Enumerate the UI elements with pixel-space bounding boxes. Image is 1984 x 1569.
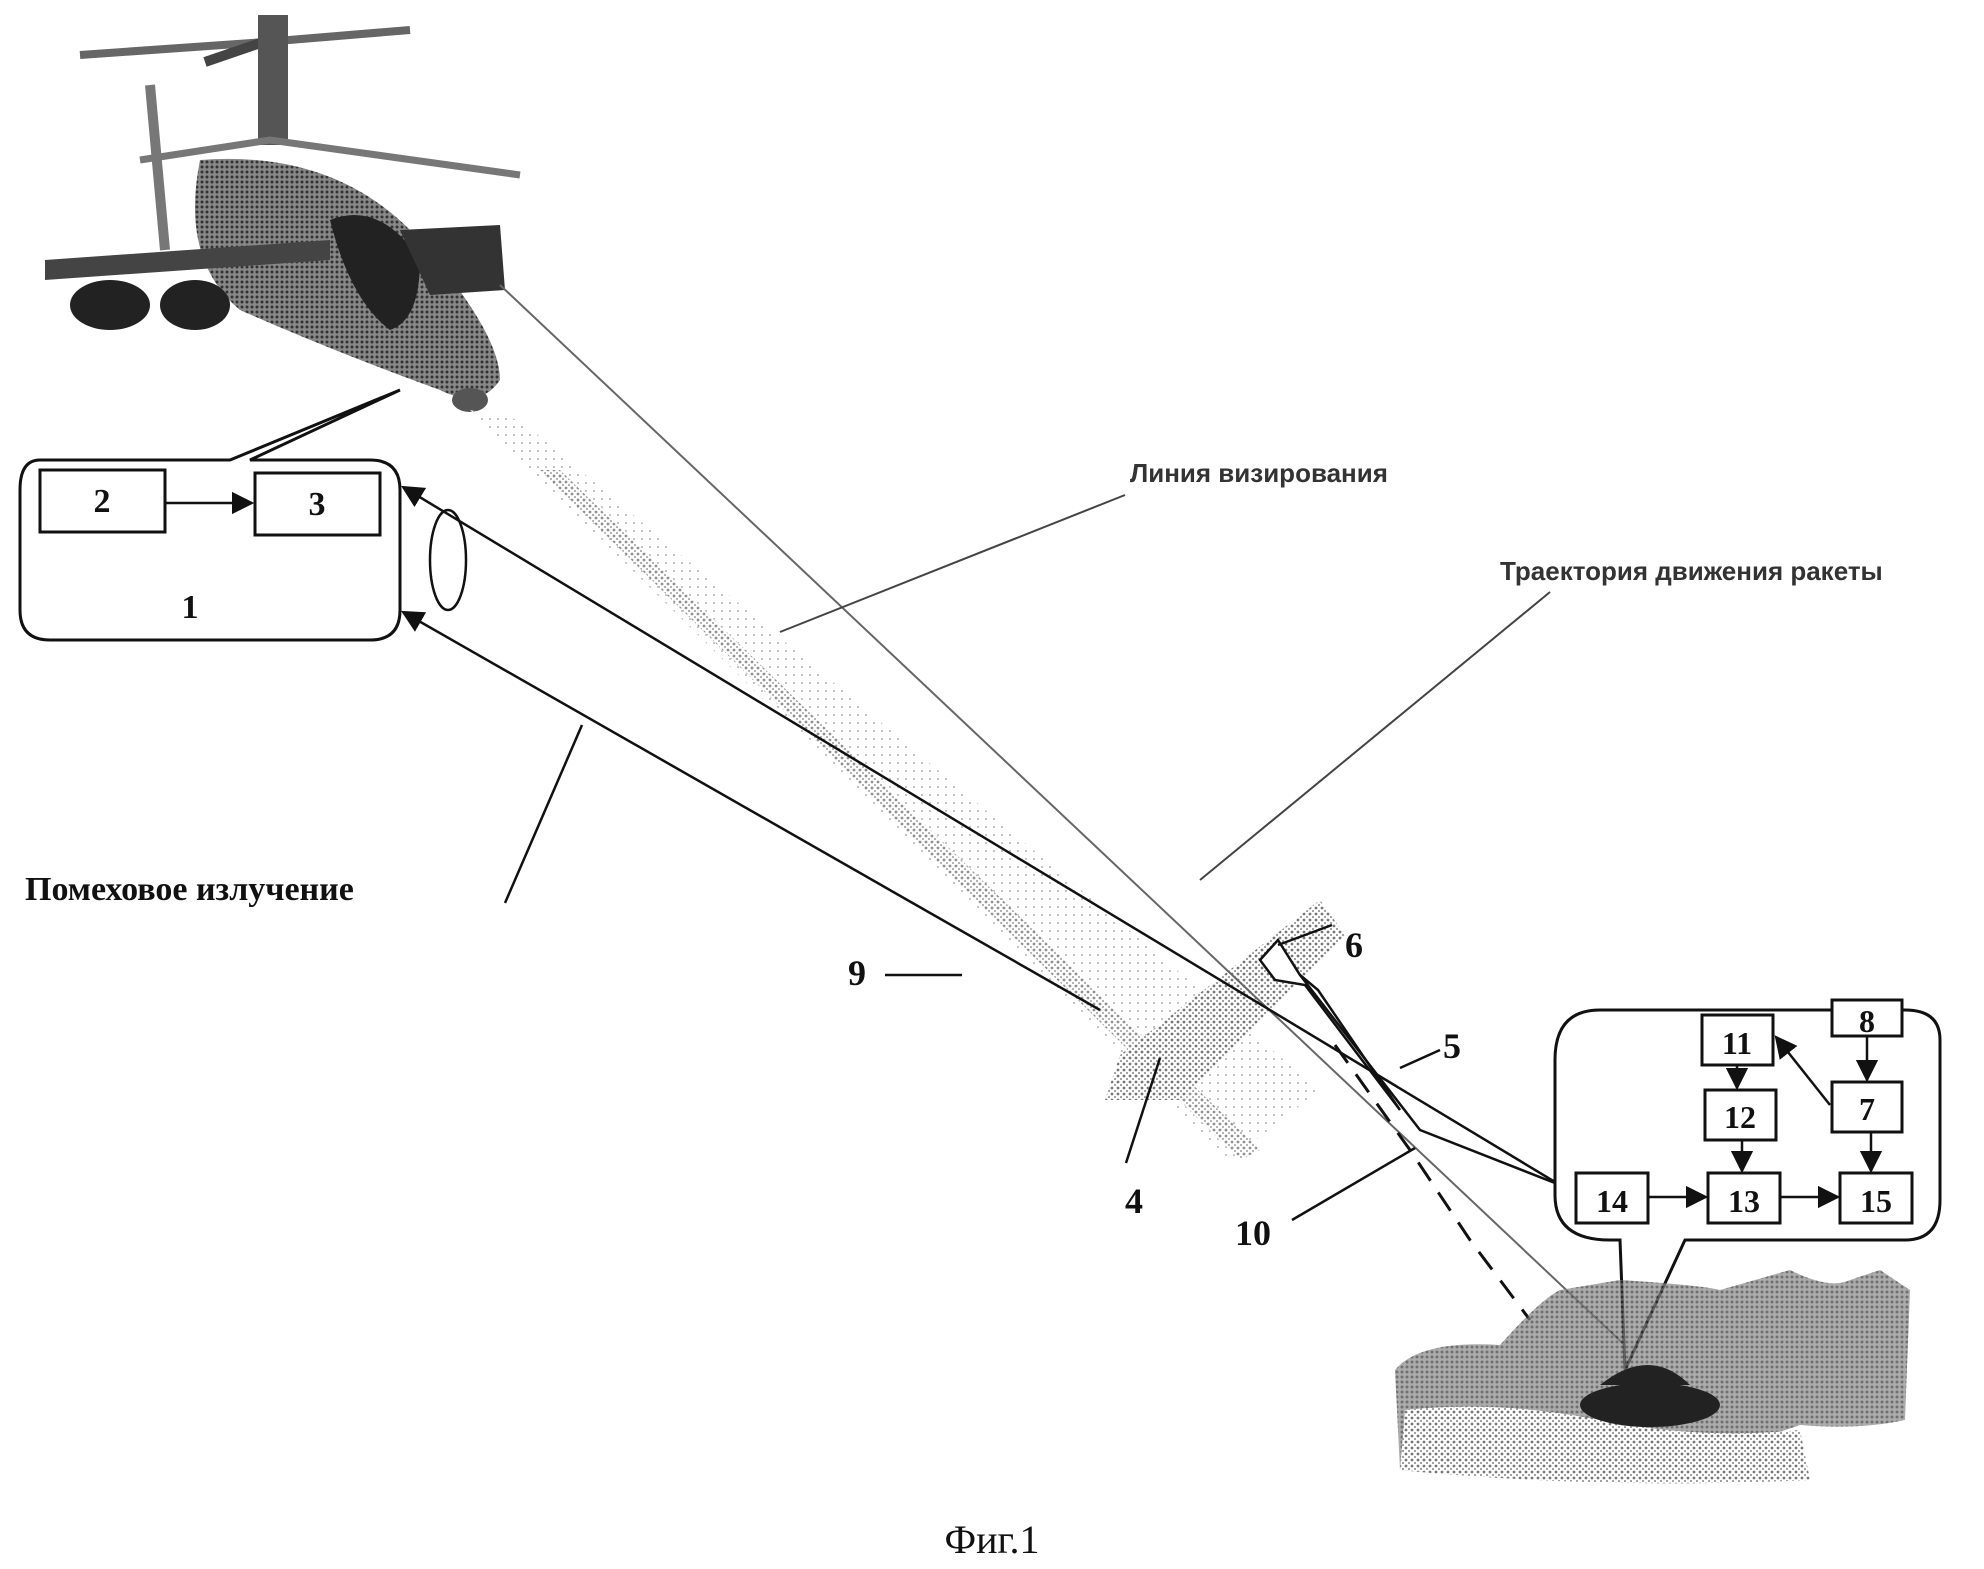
return-ray-lower [401, 610, 1101, 1012]
beams [470, 284, 1631, 1351]
helicopter-system-callout: 2 3 1 [18, 388, 402, 642]
label-jamming-radiation: Помеховое излучение [25, 871, 354, 908]
receiver-optics [401, 485, 1561, 1187]
leader-missile-trajectory [1199, 591, 1551, 881]
tank [1580, 1383, 1720, 1427]
block-15-label: 15 [1860, 1183, 1892, 1219]
block-3-label: 3 [309, 486, 326, 523]
container-1-label: 1 [182, 589, 199, 626]
label-5: 5 [1443, 1026, 1461, 1066]
figure-caption: Фиг.1 [945, 1517, 1040, 1562]
block-7 [1830, 1080, 1904, 1134]
block-14-label: 14 [1596, 1183, 1628, 1219]
weapon-pod-center [160, 280, 230, 330]
label-10: 10 [1235, 1213, 1271, 1253]
terrain-illustration [1395, 1270, 1910, 1484]
helicopter-illustration [45, 15, 521, 412]
ground-foreground [1400, 1406, 1810, 1484]
sensor-turret [452, 388, 488, 412]
rotor-mast [258, 15, 288, 145]
leader-jamming-radiation [503, 724, 584, 904]
leader-4 [1124, 1057, 1162, 1164]
block-12 [1703, 1088, 1778, 1142]
callout-bubble [18, 388, 402, 642]
receiver-lens [428, 508, 468, 612]
dashed-target-ray-10 [1333, 1044, 1532, 1321]
block-8-label: 8 [1859, 1003, 1875, 1039]
weapon-pod-right [400, 225, 505, 295]
leader-sight-line [779, 494, 1126, 633]
annotations: Линия визирования Траектория движения ра… [25, 458, 1883, 1253]
block-7-label: 7 [1859, 1091, 1875, 1127]
label-missile-trajectory: Траектория движения ракеты [1500, 556, 1883, 586]
block-3 [253, 471, 382, 537]
leader-6 [1277, 923, 1333, 947]
block-11-label: 11 [1722, 1025, 1752, 1061]
leader-10 [1291, 1146, 1416, 1222]
tail-fin [145, 84, 170, 251]
missile-group [1258, 937, 1561, 1321]
stub-wing [45, 240, 330, 280]
tank-turret [1600, 1365, 1690, 1385]
block-12-label: 12 [1724, 1099, 1756, 1135]
block-2-label: 2 [94, 483, 111, 520]
weapon-pod-left [70, 280, 150, 330]
lower-rotor-blade [139, 136, 521, 179]
label-9: 9 [848, 953, 866, 993]
leader-5 [1399, 1048, 1441, 1070]
label-sight-line: Линия визирования [1130, 458, 1388, 488]
fuselage [195, 158, 500, 398]
line-of-sight [499, 284, 1631, 1351]
return-ray-upper [401, 485, 1561, 1187]
sight-beam-strip [540, 470, 1260, 1160]
target-system-callout: 11 8 12 7 14 13 15 [1553, 998, 1942, 1371]
block-13-label: 13 [1728, 1183, 1760, 1219]
label-6: 6 [1345, 925, 1363, 965]
arrow-7-to-11 [1774, 1035, 1831, 1106]
label-4: 4 [1125, 1181, 1143, 1221]
missile-trajectory-5 [1299, 974, 1561, 1187]
block-2 [38, 468, 167, 534]
cockpit [330, 215, 420, 330]
block-15 [1838, 1171, 1914, 1225]
